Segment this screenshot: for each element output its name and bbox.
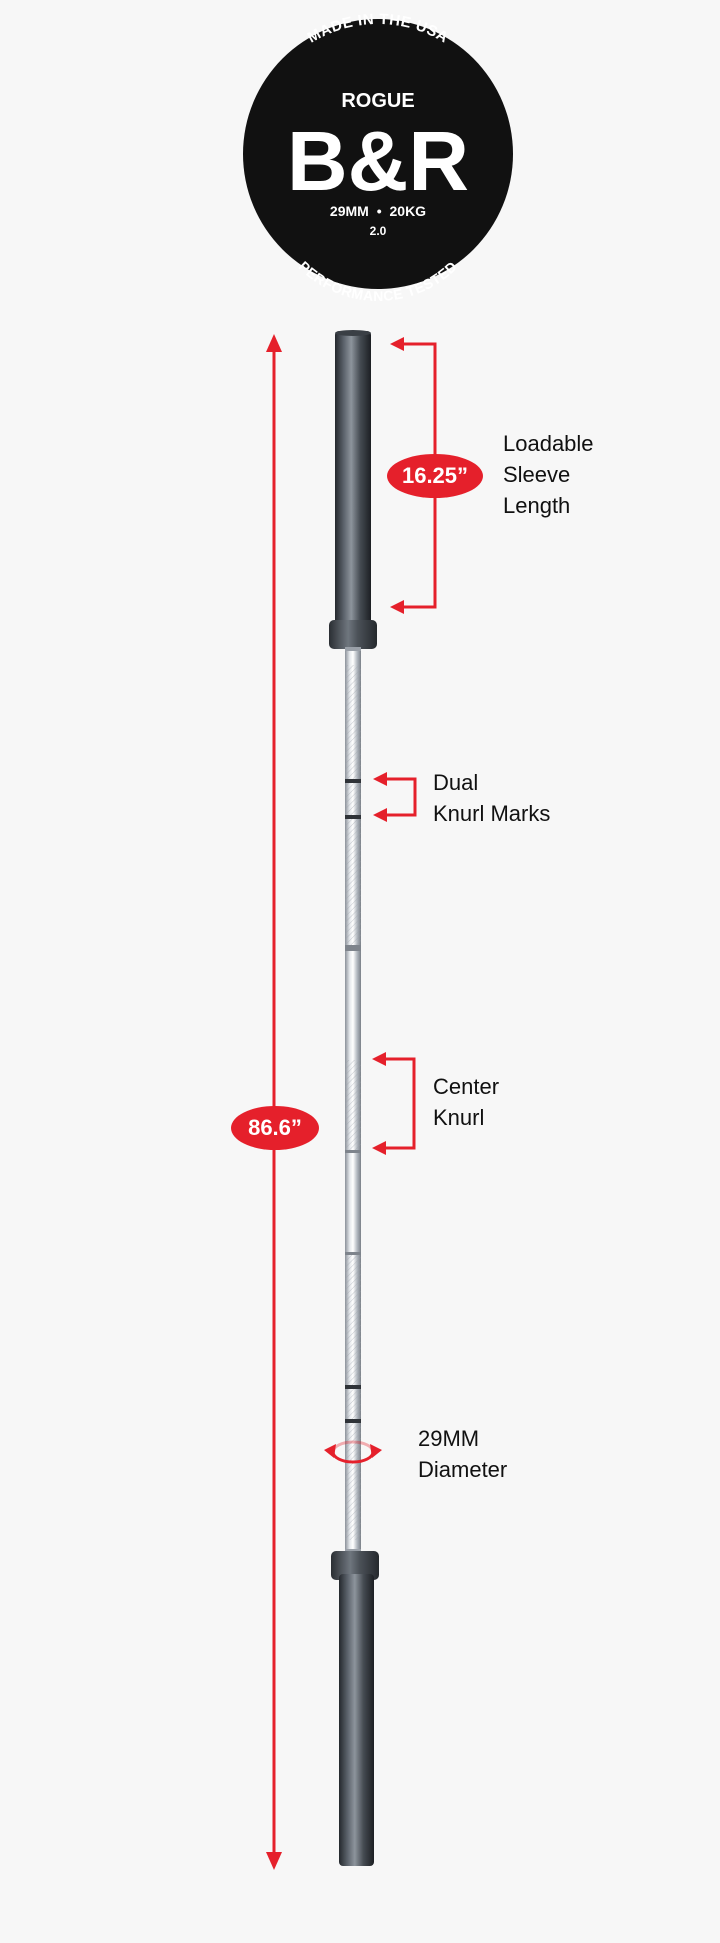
label-line: Dual <box>433 770 479 795</box>
smooth-band-3 <box>345 1252 361 1255</box>
knurl-section-upper <box>345 665 361 945</box>
label-line: Diameter <box>418 1457 508 1482</box>
label-line: Knurl <box>433 1105 485 1130</box>
arrow-left-icon <box>372 1052 386 1066</box>
label-line: 29MM <box>418 1426 480 1451</box>
badge-version: 2.0 <box>370 224 387 238</box>
badge-circle <box>243 19 513 289</box>
arrow-left-icon <box>372 1141 386 1155</box>
arrow-left-icon <box>373 808 387 822</box>
sleeve-length-label: Loadable Sleeve Length <box>503 428 594 521</box>
label-line: Center <box>433 1074 500 1099</box>
diameter-label: 29MM Diameter <box>418 1423 507 1485</box>
knurl-mark-upper-1 <box>345 779 361 783</box>
smooth-band-1 <box>345 945 361 951</box>
badge-model: B&R <box>287 114 469 208</box>
knurl-mark-lower-2 <box>345 1419 361 1423</box>
center-knurl-bracket <box>385 1057 416 1150</box>
brand-badge: MADE IN THE USA ROGUE B&R 29MM • 20KG 2.… <box>243 11 513 304</box>
arrow-left-icon <box>373 772 387 786</box>
top-sleeve-end <box>335 330 371 336</box>
badge-brand: ROGUE <box>341 90 414 112</box>
arrow-head-icon <box>324 1444 336 1458</box>
overall-length-dimension <box>266 334 282 1870</box>
center-knurl-label: Center Knurl <box>433 1071 499 1133</box>
bottom-sleeve <box>339 1574 374 1866</box>
knurl-section-lower <box>345 1255 361 1540</box>
arrow-head-icon <box>370 1444 382 1458</box>
label-line: Length <box>503 493 571 518</box>
top-collar <box>329 620 377 649</box>
sleeve-length-value: 16.25” <box>401 463 469 488</box>
knurl-mark-upper-2 <box>345 815 361 819</box>
knurl-mark-lower-1 <box>345 1385 361 1389</box>
overall-length-value: 86.6” <box>248 1115 302 1140</box>
smooth-band-2 <box>345 1150 361 1153</box>
arrow-up-icon <box>266 334 282 352</box>
badge-spec: 29MM • 20KG <box>330 203 426 219</box>
top-sleeve <box>335 331 371 626</box>
label-line: Sleeve <box>503 462 571 487</box>
top-bushing <box>345 647 361 651</box>
knurl-marks-label: Dual Knurl Marks <box>433 767 550 829</box>
label-line: Loadable <box>503 431 594 456</box>
arrow-left-icon <box>390 600 404 614</box>
arrow-left-icon <box>390 337 404 351</box>
center-knurl-section <box>345 1060 361 1150</box>
bottom-collar <box>331 1551 379 1580</box>
badge-spec-weight: 20KG <box>390 203 427 219</box>
label-line: Knurl Marks <box>433 801 551 826</box>
knurl-marks-bracket <box>385 777 417 817</box>
badge-spec-diameter: 29MM <box>330 203 369 219</box>
sleeve-length-badge: 16.25” <box>387 454 483 498</box>
badge-spec-separator: • <box>377 203 382 219</box>
overall-length-badge: 86.6” <box>231 1106 319 1150</box>
arrow-down-icon <box>266 1852 282 1870</box>
barbell <box>329 330 379 1866</box>
